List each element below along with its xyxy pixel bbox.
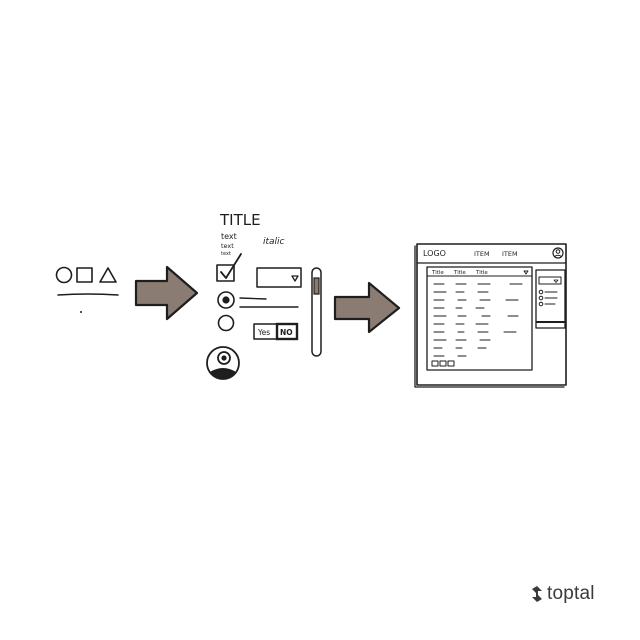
circle-shape-icon (55, 266, 73, 284)
wireframe-nav-item: ITEM (502, 250, 518, 258)
ui-elements-sketch: TITLE text text text italic Yes NO (206, 211, 322, 380)
radio-empty-sketch (217, 314, 235, 332)
brand-logo: toptal (531, 582, 595, 606)
arrow-right-icon (134, 265, 199, 321)
dot-mark (80, 311, 82, 313)
sketch-text-line: text (221, 232, 237, 241)
square-shape-icon (76, 267, 93, 283)
toggle-yes-label: Yes (257, 328, 270, 337)
scrollbar-sketch (311, 267, 322, 357)
wireframe-logo: LOGO (423, 249, 446, 258)
triangle-shape-icon (99, 267, 117, 283)
page-frame (416, 243, 567, 386)
sketch-text-line: text (221, 242, 234, 250)
sketch-title: TITLE (219, 211, 261, 229)
wireframe-nav-item: ITEM (474, 250, 490, 258)
checkmark-icon (220, 253, 242, 279)
wireframe-table (426, 266, 533, 371)
sidebar-radios (538, 289, 558, 307)
wireframe-sidebar (535, 269, 566, 329)
shapes-sketch (55, 266, 119, 313)
scrollbar-thumb (313, 277, 320, 295)
sketch-italic-label: italic (263, 237, 285, 247)
dropdown-sketch (256, 267, 302, 288)
toggle-no-label: NO (280, 328, 293, 337)
toptal-logo-icon (532, 586, 542, 602)
pagination-sketch (431, 360, 455, 367)
chevron-down-icon (291, 275, 299, 282)
table-rows (433, 283, 523, 357)
sidebar-dropdown (538, 276, 562, 285)
radio-selected-sketch (217, 291, 235, 309)
arrow-right-icon (333, 281, 401, 334)
radio-label-stroke (239, 297, 267, 300)
table-header: Title (431, 270, 444, 276)
brand-name: toptal (547, 583, 595, 604)
baseline-stroke (57, 293, 119, 296)
table-header: Title (453, 270, 466, 276)
table-header: Title (475, 270, 488, 276)
page-wireframe-sketch: LOGO ITEM ITEM Title Title Title (414, 243, 567, 388)
sketch-text-line: text (221, 251, 231, 257)
avatar-icon (206, 346, 240, 380)
radio-dot (222, 296, 230, 304)
user-icon (552, 247, 564, 259)
checkbox-sketch (216, 264, 235, 282)
